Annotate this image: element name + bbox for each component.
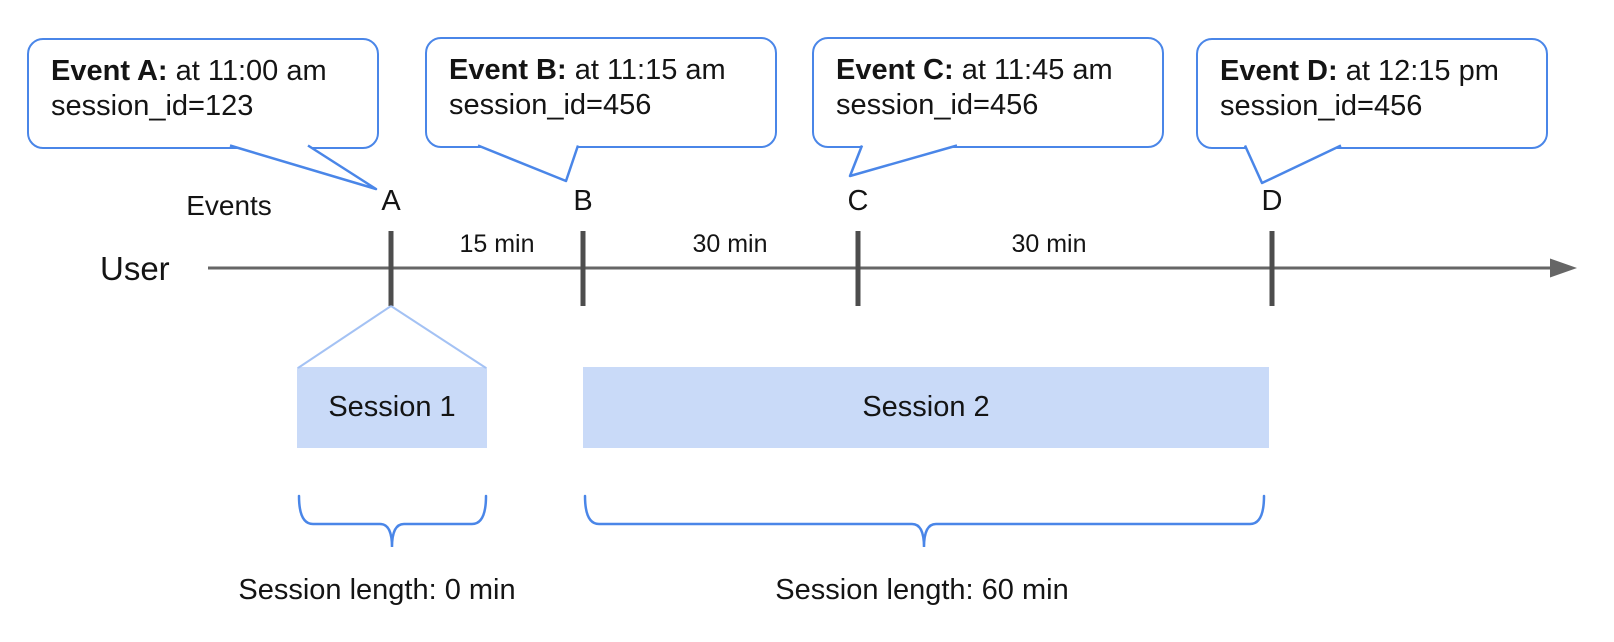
session-1-label: Session 1: [328, 391, 456, 423]
interval-c-d-label: 30 min: [1011, 230, 1087, 258]
interval-a-b-label: 15 min: [459, 230, 535, 258]
event-a-bubble: Event A: at 11:00 am session_id=123: [27, 38, 379, 149]
session-2-box: Session 2: [583, 367, 1269, 448]
interval-b-c-label: 30 min: [692, 230, 768, 258]
funnel-line-left: [297, 305, 392, 369]
session-1-box: Session 1: [297, 367, 487, 448]
event-d-bubble: Event D: at 12:15 pm session_id=456: [1196, 38, 1548, 149]
user-row-label: User: [100, 250, 170, 287]
event-d-time: at 12:15 pm: [1337, 55, 1499, 87]
event-c-time: at 11:45 am: [953, 54, 1113, 86]
event-b-bubble-tail: [477, 144, 580, 183]
event-d-line1: Event D: at 12:15 pm: [1220, 54, 1546, 89]
event-b-line1: Event B: at 11:15 am: [449, 53, 775, 88]
event-d-bubble-tail: [1243, 144, 1342, 185]
event-c-bubble-tail: [848, 144, 958, 178]
session-2-brace: [583, 494, 1266, 548]
event-b-title: Event B:: [449, 54, 567, 86]
marker-event-b: B: [573, 185, 593, 217]
event-a-time: at 11:00 am: [167, 55, 327, 87]
session-1-length-label: Session length: 0 min: [238, 574, 516, 606]
funnel-line-right: [390, 305, 487, 369]
event-b-time: at 11:15 am: [566, 54, 726, 86]
session-2-label: Session 2: [862, 391, 990, 423]
event-d-session-id: session_id=456: [1220, 90, 1423, 122]
event-c-session-id: session_id=456: [836, 89, 1039, 121]
event-c-title: Event C:: [836, 54, 954, 86]
event-c-line1: Event C: at 11:45 am: [836, 53, 1162, 88]
event-c-bubble: Event C: at 11:45 am session_id=456: [812, 37, 1164, 148]
event-b-session-id: session_id=456: [449, 89, 652, 121]
session-1-brace: [297, 494, 488, 548]
events-row-label: Events: [186, 190, 272, 221]
event-a-session-id: session_id=123: [51, 90, 254, 122]
session-2-length-label: Session length: 60 min: [775, 574, 1069, 606]
marker-event-c: C: [847, 185, 869, 217]
marker-event-a: A: [381, 185, 401, 217]
event-a-line1: Event A: at 11:00 am: [51, 54, 377, 89]
event-a-title: Event A:: [51, 55, 168, 87]
timeline-arrowhead-icon: [1550, 258, 1577, 278]
event-b-bubble: Event B: at 11:15 am session_id=456: [425, 37, 777, 148]
event-a-bubble-tail: [229, 144, 378, 191]
marker-event-d: D: [1261, 185, 1283, 217]
event-d-title: Event D:: [1220, 55, 1338, 87]
